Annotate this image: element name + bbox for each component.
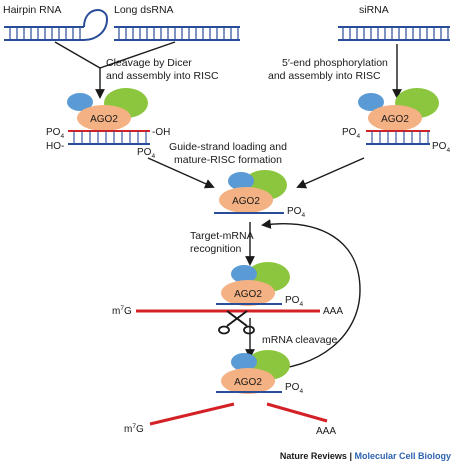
hairpin-rna-label: Hairpin RNA (3, 4, 61, 16)
cleaved-polya-label: AAA (316, 426, 336, 437)
mature-ago2-label: AGO2 (232, 196, 260, 207)
risc-recycling-loop (259, 219, 361, 371)
phos-step-line1: 5′-end phosphorylation (282, 57, 388, 69)
long-dsrna-structure (114, 26, 240, 41)
right-risc-duplex (366, 130, 430, 145)
long-dsrna-label: Long dsRNA (114, 4, 174, 16)
guide-arrow-right (296, 157, 365, 189)
left-ago2-label: AGO2 (90, 114, 118, 125)
target-ago2-label: AGO2 (234, 289, 262, 300)
guide-step-line1: Guide-strand loading and (169, 141, 287, 153)
left-po4-top: PO4 (46, 127, 64, 140)
dicer-step-line2: and assembly into RISC (106, 70, 219, 82)
post-cleavage-po4: PO4 (285, 382, 303, 395)
left-ho-label: HO- (46, 141, 64, 152)
mrna-cap-label: m7G (112, 305, 132, 317)
left-risc-complex: AGO2 (67, 88, 148, 131)
sirna-structure (338, 26, 450, 41)
target-po4: PO4 (285, 295, 303, 308)
guide-step-line2: mature-RISC formation (174, 154, 282, 166)
target-bound-risc-complex: AGO2 (221, 262, 290, 306)
phos-step-line2: and assembly into RISC (268, 70, 381, 82)
right-po4-top: PO4 (342, 127, 360, 140)
cleaved-mrna-3prime (266, 402, 328, 423)
right-po4-bottom: PO4 (432, 141, 450, 154)
hairpin-rna-structure (4, 9, 109, 41)
post-cleavage-risc-complex: AGO2 (221, 350, 290, 394)
dicer-merge-arrow (54, 41, 176, 99)
target-step-line2: recognition (190, 243, 242, 255)
scissors-icon (218, 310, 255, 335)
dicer-step-line1: Cleavage by Dicer (106, 57, 192, 69)
cleaved-mrna-5prime (149, 402, 235, 426)
target-step-line1: Target-mRNA (190, 230, 254, 242)
right-ago2-label: AGO2 (381, 114, 409, 125)
sirna-label: siRNA (359, 4, 389, 16)
left-oh-label: -OH (152, 127, 170, 138)
mrna-polya-label: AAA (323, 306, 343, 317)
left-po4-bottom: PO4 (137, 147, 155, 160)
journal-credit: Nature Reviews | Molecular Cell Biology (280, 451, 451, 461)
cleaved-cap-label: m7G (124, 423, 144, 435)
left-risc-duplex (68, 130, 150, 145)
guide-arrow-left (147, 157, 215, 189)
right-risc-complex: AGO2 (358, 88, 439, 131)
mature-risc-complex: AGO2 (219, 170, 287, 213)
cleavage-step-label: mRNA cleavage (262, 334, 337, 346)
mature-po4: PO4 (287, 206, 305, 219)
post-cleavage-ago2-label: AGO2 (234, 377, 262, 388)
